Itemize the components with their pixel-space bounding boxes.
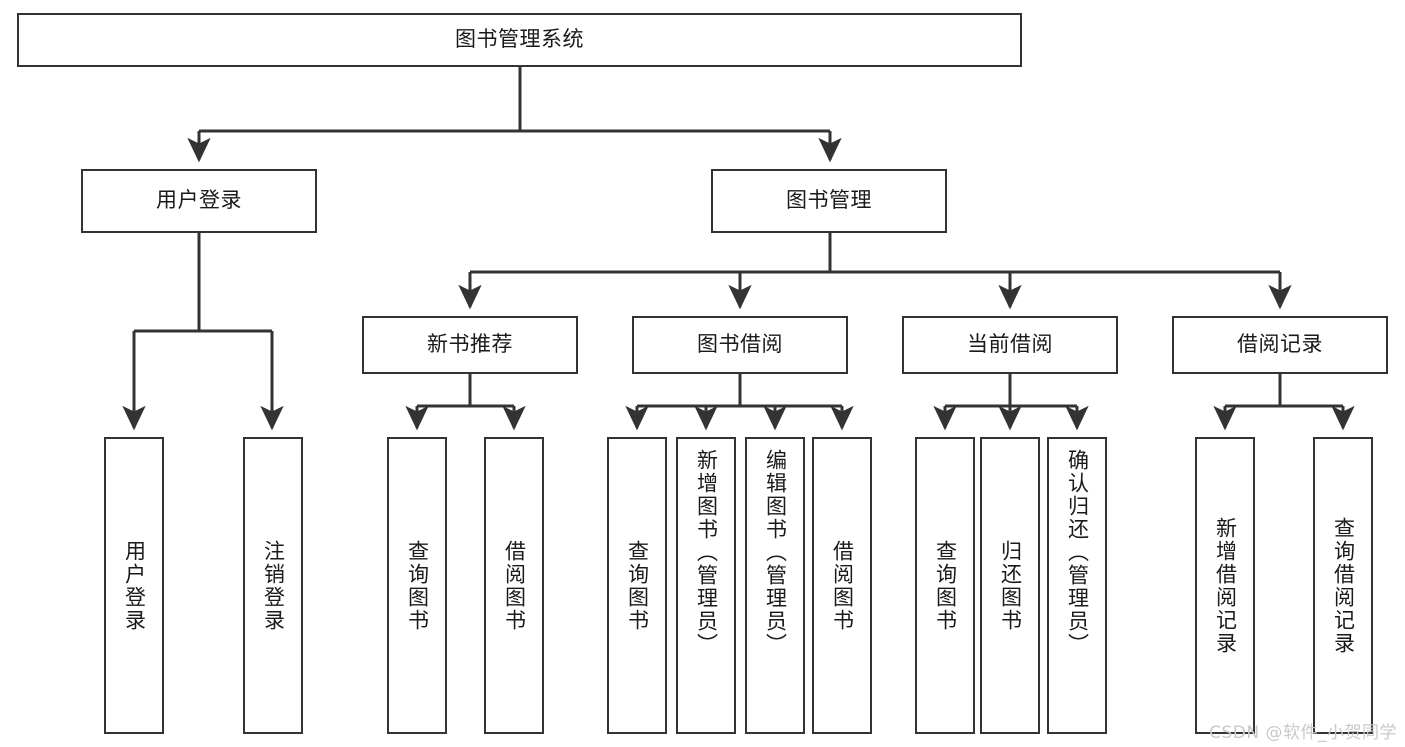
node-leaf-user-logout[interactable]: 注销登录	[243, 437, 303, 734]
node-leaf-query-record-label: 查询借阅记录	[1331, 516, 1356, 655]
node-leaf-add-record-label: 新增借阅记录	[1213, 516, 1238, 655]
node-leaf-query-book-2[interactable]: 查询图书	[607, 437, 667, 734]
node-user-login-label: 用户登录	[156, 188, 242, 213]
node-leaf-query-record[interactable]: 查询借阅记录	[1313, 437, 1373, 734]
node-user-login[interactable]: 用户登录	[81, 169, 317, 233]
node-leaf-borrow-book-2[interactable]: 借阅图书	[812, 437, 872, 734]
node-leaf-user-login[interactable]: 用户登录	[104, 437, 164, 734]
node-new-book-recommend[interactable]: 新书推荐	[362, 316, 578, 374]
node-leaf-query-book-1-label: 查询图书	[405, 539, 430, 632]
node-leaf-borrow-book-2-label: 借阅图书	[830, 539, 855, 632]
node-leaf-add-book[interactable]: 新增图书（管理员）	[676, 437, 736, 734]
node-book-borrow[interactable]: 图书借阅	[632, 316, 848, 374]
node-leaf-user-login-label: 用户登录	[122, 539, 147, 632]
node-leaf-add-record[interactable]: 新增借阅记录	[1195, 437, 1255, 734]
node-root-label: 图书管理系统	[455, 27, 584, 52]
node-leaf-edit-book[interactable]: 编辑图书（管理员）	[745, 437, 805, 734]
node-leaf-return-book[interactable]: 归还图书	[980, 437, 1040, 734]
node-leaf-query-book-1[interactable]: 查询图书	[387, 437, 447, 734]
node-current-borrow-label: 当前借阅	[967, 332, 1053, 357]
node-new-book-recommend-label: 新书推荐	[427, 332, 513, 357]
node-leaf-add-book-label: 新增图书（管理员）	[694, 449, 719, 656]
node-leaf-query-book-2-label: 查询图书	[625, 539, 650, 632]
node-borrow-record[interactable]: 借阅记录	[1172, 316, 1388, 374]
node-book-borrow-label: 图书借阅	[697, 332, 783, 357]
node-book-manage-label: 图书管理	[786, 188, 872, 213]
node-borrow-record-label: 借阅记录	[1237, 332, 1323, 357]
node-leaf-query-book-3-label: 查询图书	[933, 539, 958, 632]
node-leaf-confirm-return-label: 确认归还（管理员）	[1065, 449, 1090, 656]
node-leaf-borrow-book-1[interactable]: 借阅图书	[484, 437, 544, 734]
node-leaf-edit-book-label: 编辑图书（管理员）	[763, 449, 788, 656]
node-leaf-return-book-label: 归还图书	[998, 539, 1023, 632]
watermark-text: CSDN @软件_小贺同学	[1209, 723, 1397, 743]
node-book-manage[interactable]: 图书管理	[711, 169, 947, 233]
node-current-borrow[interactable]: 当前借阅	[902, 316, 1118, 374]
node-leaf-borrow-book-1-label: 借阅图书	[502, 539, 527, 632]
node-root[interactable]: 图书管理系统	[17, 13, 1022, 67]
node-leaf-confirm-return[interactable]: 确认归还（管理员）	[1047, 437, 1107, 734]
node-leaf-query-book-3[interactable]: 查询图书	[915, 437, 975, 734]
node-leaf-user-logout-label: 注销登录	[261, 539, 286, 632]
